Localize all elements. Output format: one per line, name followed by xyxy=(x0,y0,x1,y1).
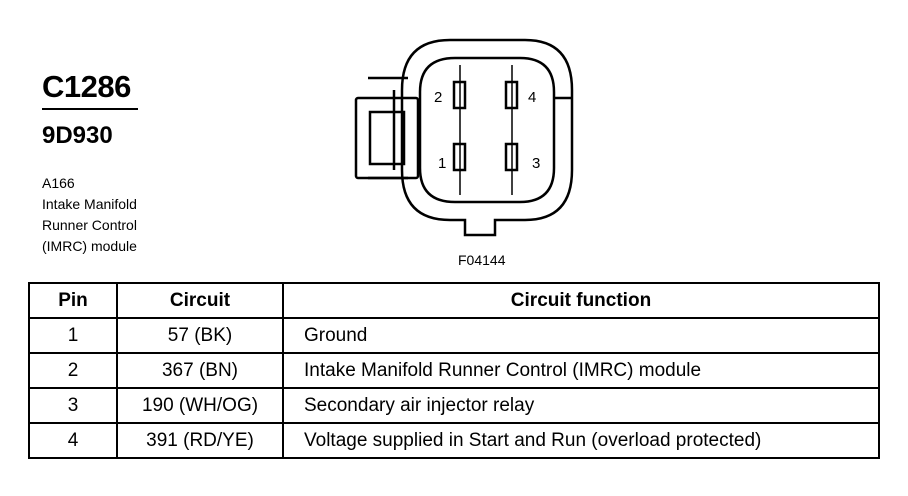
title-underline xyxy=(42,108,138,110)
table-row: 3 190 (WH/OG) Secondary air injector rel… xyxy=(28,387,880,424)
connector-id: C1286 xyxy=(42,69,131,104)
pin-label-3: 3 xyxy=(532,155,540,172)
cell-function: Intake Manifold Runner Control (IMRC) mo… xyxy=(282,352,880,389)
locking-tab-outer xyxy=(354,96,420,180)
figure-id: F04144 xyxy=(458,252,506,268)
description-line-4: (IMRC) module xyxy=(42,238,137,254)
connector-housing-outline xyxy=(400,38,574,237)
pin-2-terminal xyxy=(452,80,467,110)
pin-label-2: 2 xyxy=(434,89,442,106)
cell-pin: 3 xyxy=(28,387,118,424)
pinout-table: Pin Circuit Circuit function 1 57 (BK) G… xyxy=(28,282,880,459)
cell-circuit: 190 (WH/OG) xyxy=(116,387,284,424)
cell-circuit: 367 (BN) xyxy=(116,352,284,389)
description-line-1: A166 xyxy=(42,175,75,191)
cell-circuit: 57 (BK) xyxy=(116,317,284,354)
cell-function: Ground xyxy=(282,317,880,354)
header-circuit: Circuit xyxy=(116,282,284,319)
pin-label-1: 1 xyxy=(438,155,446,172)
table-row: 1 57 (BK) Ground xyxy=(28,317,880,354)
cell-pin: 1 xyxy=(28,317,118,354)
cell-function: Voltage supplied in Start and Run (overl… xyxy=(282,422,880,459)
pin-3-terminal xyxy=(504,142,519,172)
cell-circuit: 391 (RD/YE) xyxy=(116,422,284,459)
part-number: 9D930 xyxy=(42,122,113,149)
connector-inner-outline xyxy=(418,56,556,204)
cell-function: Secondary air injector relay xyxy=(282,387,880,424)
cell-pin: 4 xyxy=(28,422,118,459)
header-pin: Pin xyxy=(28,282,118,319)
table-row: 4 391 (RD/YE) Voltage supplied in Start … xyxy=(28,422,880,459)
locking-tab-inner xyxy=(368,110,406,166)
table-row: 2 367 (BN) Intake Manifold Runner Contro… xyxy=(28,352,880,389)
connector-face-diagram: 2 4 1 3 xyxy=(354,38,574,237)
pin-1-terminal xyxy=(452,142,467,172)
table-header-row: Pin Circuit Circuit function xyxy=(28,282,880,319)
description-line-2: Intake Manifold xyxy=(42,196,137,212)
pin-4-terminal xyxy=(504,80,519,110)
pin-label-4: 4 xyxy=(528,89,536,106)
description-line-3: Runner Control xyxy=(42,217,137,233)
cell-pin: 2 xyxy=(28,352,118,389)
connector-description: A166 Intake Manifold Runner Control (IMR… xyxy=(42,173,137,257)
header-circuit-function: Circuit function xyxy=(282,282,880,319)
